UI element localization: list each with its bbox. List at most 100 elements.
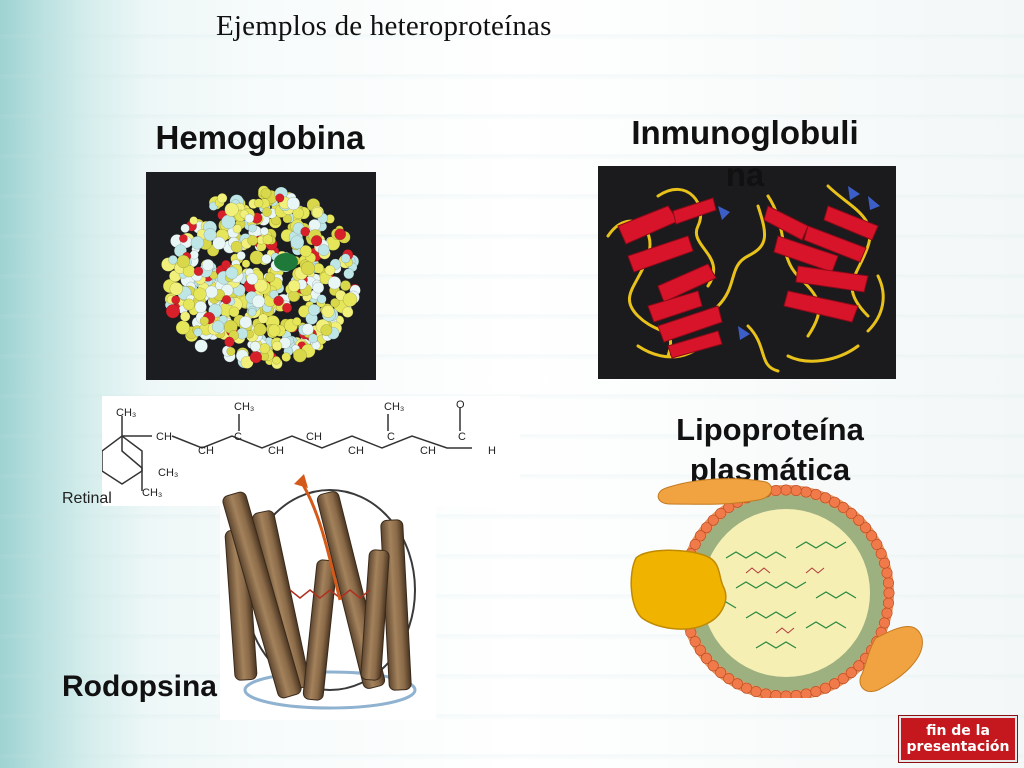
hemoglobin-atom [324, 264, 336, 276]
hemoglobin-atom [236, 251, 246, 261]
hemoglobin-atom [171, 295, 181, 305]
hemoglobin-atom [221, 259, 231, 270]
hemoglobin-atom [301, 323, 314, 336]
heme-group [274, 253, 298, 271]
svg-text:CH: CH [306, 431, 322, 443]
hemoglobin-atom [232, 224, 242, 234]
phospholipid-head [819, 682, 831, 694]
phospholipid-head [883, 587, 895, 599]
hemoglobin-atom [228, 306, 240, 318]
hemoglobin-atom [249, 351, 263, 364]
hemoglobin-atom [165, 304, 181, 319]
hemoglobin-atom [265, 272, 276, 283]
phospholipid-head [800, 486, 812, 498]
hemoglobin-atom [311, 207, 323, 219]
hemoglobin-atom [312, 281, 325, 294]
hemoglobin-atom [224, 336, 235, 348]
phospholipid-head [760, 688, 772, 698]
hemoglobin-atom [281, 352, 291, 362]
phospholipid-head [707, 514, 719, 526]
phospholipid-head [837, 501, 849, 513]
hemoglobin-atom [272, 356, 281, 365]
hemoglobin-atom [300, 226, 311, 237]
svg-text:CH: CH [420, 445, 436, 457]
hemoglobin-atom [189, 216, 199, 225]
hemoglobin-atom [180, 223, 190, 233]
hemoglobin-atom [275, 193, 285, 203]
hemoglobin-atom [169, 282, 184, 296]
phospholipid-head [860, 522, 872, 534]
hemoglobin-atom [194, 300, 207, 314]
phospholipid-head [750, 686, 762, 698]
svg-text:CH: CH [348, 445, 364, 457]
phospholipid-head [715, 507, 727, 519]
phospholipid-head [694, 644, 706, 656]
hemoglobin-atom [308, 303, 321, 316]
lipoprotein-image [626, 478, 924, 698]
hemoglobin-atom [182, 298, 195, 311]
hemoglobin-atom [205, 285, 219, 299]
hemoglobin-atom [340, 253, 351, 264]
hemoglobin-atom [251, 294, 266, 308]
phospholipid-head [829, 496, 841, 508]
hemoglobin-atom [176, 254, 191, 269]
hemoglobin-atom [342, 292, 358, 307]
hemoglobin-atom [248, 223, 257, 233]
hemoglobin-image [146, 172, 376, 380]
svg-text:C: C [458, 431, 466, 443]
phospholipid-head [731, 678, 743, 690]
phospholipid-head [882, 597, 894, 609]
hemoglobin-atom [217, 193, 228, 204]
hemoglobin-atom [321, 304, 335, 319]
hemoglobin-atom [343, 268, 355, 280]
rhodopsin-label: Rodopsina [62, 670, 217, 703]
hemoglobin-atom [193, 287, 207, 301]
phospholipid-head [770, 690, 782, 698]
phospholipid-head [882, 577, 894, 589]
hemoglobin-atom [292, 317, 302, 326]
hemoglobin-atom [286, 196, 301, 211]
hemoglobin-atom [292, 207, 304, 220]
svg-text:C: C [234, 431, 242, 443]
hemoglobin-atom [330, 298, 340, 308]
phospholipid-head [770, 485, 782, 496]
hemoglobin-atom [313, 262, 325, 274]
hemoglobin-atom [300, 261, 316, 276]
phospholipid-head [780, 484, 792, 496]
hemoglobin-atom [308, 333, 318, 344]
hemoglobin-atom [226, 346, 236, 356]
hemoglobin-atom [327, 276, 342, 290]
hemoglobin-atom [310, 235, 323, 247]
phospholipid-head [845, 507, 857, 519]
svg-text:CH: CH [198, 445, 214, 457]
hemoglobin-atom [190, 236, 205, 250]
end-presentation-button[interactable]: fin de la presentación [899, 716, 1017, 762]
svg-text:CH: CH [156, 431, 172, 443]
retinal-label: Retinal [62, 490, 112, 507]
hemoglobin-atom [246, 273, 259, 285]
svg-text:CH₃: CH₃ [384, 401, 404, 413]
phospholipid-head [707, 660, 719, 672]
phospholipid-head [875, 548, 887, 560]
hemoglobin-atom [221, 295, 232, 305]
phospholipid-head [700, 652, 712, 664]
hemoglobin-atom [194, 339, 208, 353]
hemoglobin-atom [230, 240, 243, 253]
phospholipid-head [881, 567, 893, 579]
hemoglobin-atom [254, 198, 264, 208]
hemoglobin-atom [288, 290, 300, 303]
hemoglobin-atom [249, 250, 264, 265]
svg-text:CH: CH [268, 445, 284, 457]
hemoglobin-atom [254, 278, 268, 293]
phospholipid-head [780, 690, 792, 698]
phospholipid-head [700, 522, 712, 534]
hemoglobin-atom [175, 320, 191, 335]
svg-text:CH₃: CH₃ [142, 487, 162, 499]
phospholipid-head [694, 530, 706, 542]
phospholipid-head [723, 673, 735, 685]
hemoglobin-atom [225, 266, 239, 280]
hemoglobin-atom [317, 244, 330, 256]
phospholipid-head [800, 688, 812, 698]
phospholipid-head [881, 607, 893, 619]
rhodopsin-image [220, 470, 436, 720]
